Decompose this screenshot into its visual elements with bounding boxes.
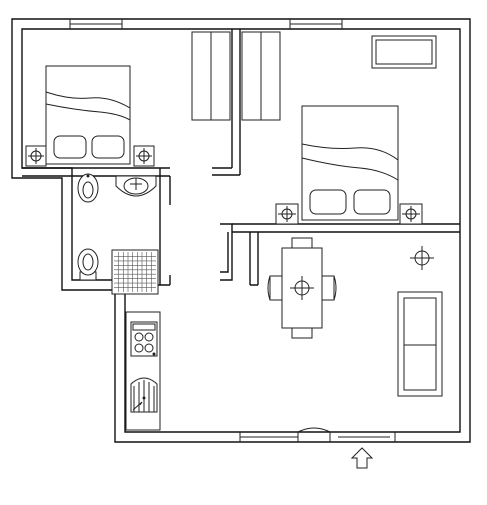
nightstand-2b	[399, 203, 423, 225]
nightstand-1b	[133, 145, 155, 167]
sink	[115, 175, 157, 197]
toilet	[77, 248, 99, 281]
dining-chairs	[267, 237, 337, 339]
bed-1	[45, 65, 131, 165]
dining-table	[281, 247, 323, 329]
up-arrow-icon	[350, 447, 374, 469]
hob	[130, 321, 158, 357]
crosshair-light-icon	[410, 246, 434, 270]
kitchen-sink	[130, 377, 158, 413]
bed-2	[301, 105, 399, 221]
bidet	[77, 173, 99, 203]
shower-tray	[111, 249, 159, 295]
wardrobes	[191, 31, 437, 121]
sofa	[397, 291, 443, 397]
nightstand-1a	[25, 145, 47, 167]
nightstand-2a	[275, 203, 299, 225]
